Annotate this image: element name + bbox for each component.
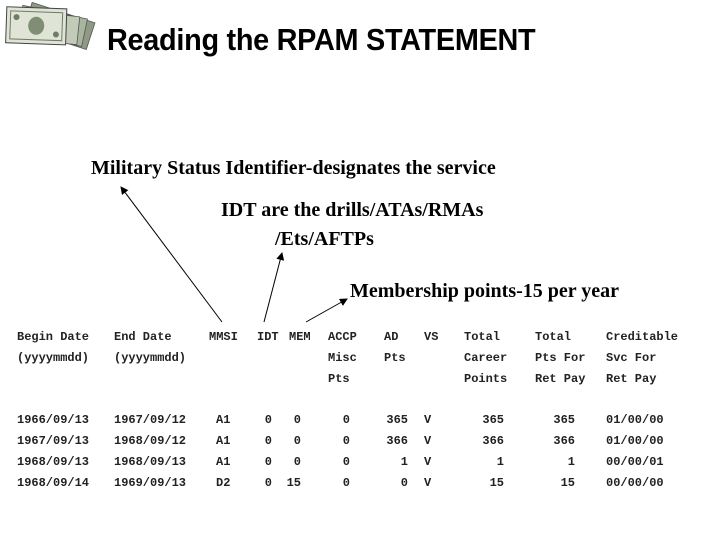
header-mmsi: MMSI [209,330,238,344]
cell-cred: 01/00/00 [606,434,664,448]
cell-idt: 0 [264,476,272,490]
cell-career: 365 [482,413,504,427]
arrow-idt [263,252,285,323]
arrow-msi [120,186,223,323]
cell-accp: 0 [342,413,350,427]
cell-ad: 366 [386,434,408,448]
cell-ad: 0 [400,476,408,490]
cell-end: 1969/09/13 [114,476,187,490]
cell-ret: 365 [553,413,575,427]
cell-mmsi: A1 [216,455,231,469]
cell-vs: V [424,476,432,490]
cell-idt: 0 [264,434,272,448]
cell-accp: 0 [342,455,350,469]
header-end-date: End Date(yyyymmdd) [114,330,187,365]
page-title: Reading the RPAM STATEMENT [107,22,536,57]
cell-mem: 15 [286,476,301,490]
cell-cred: 00/00/00 [606,476,664,490]
cell-mem: 0 [293,455,301,469]
cell-ret: 1 [567,455,575,469]
cell-ret: 366 [553,434,575,448]
cell-begin: 1966/09/13 [17,413,90,427]
header-vs: VS [424,330,439,344]
cell-end: 1968/09/13 [114,455,187,469]
cell-begin: 1968/09/13 [17,455,90,469]
callout-msi: Military Status Identifier-designates th… [91,157,496,179]
cell-ad: 365 [386,413,408,427]
callout-membership: Membership points-15 per year [350,280,620,302]
callout-idt-line2: /Ets/AFTPs [275,228,374,250]
callout-idt-line1: IDT are the drills/ATAs/RMAs [221,199,484,221]
cell-mmsi: A1 [216,434,231,448]
cell-career: 366 [482,434,504,448]
cell-vs: V [424,413,432,427]
cell-end: 1968/09/12 [114,434,187,448]
cell-mem: 0 [293,413,301,427]
header-begin-date: Begin Date(yyyymmdd) [17,330,90,365]
cell-mmsi: A1 [216,413,231,427]
header-mem: MEM [289,330,311,344]
cell-cred: 00/00/01 [606,455,664,469]
cell-mmsi: D2 [216,476,231,490]
cell-mem: 0 [293,434,301,448]
cell-vs: V [424,455,432,469]
cell-career: 1 [496,455,504,469]
cell-idt: 0 [264,413,272,427]
cell-ret: 15 [560,476,575,490]
cell-cred: 01/00/00 [606,413,664,427]
cell-accp: 0 [342,476,350,490]
cell-idt: 0 [264,455,272,469]
money-bills-icon [2,1,102,62]
arrow-mem [305,298,348,323]
cell-career: 15 [489,476,504,490]
cell-accp: 0 [342,434,350,448]
cell-end: 1967/09/12 [114,413,187,427]
cell-begin: 1968/09/14 [17,476,90,490]
cell-begin: 1967/09/13 [17,434,90,448]
cell-vs: V [424,434,432,448]
header-idt: IDT [257,330,279,344]
cell-ad: 1 [400,455,408,469]
